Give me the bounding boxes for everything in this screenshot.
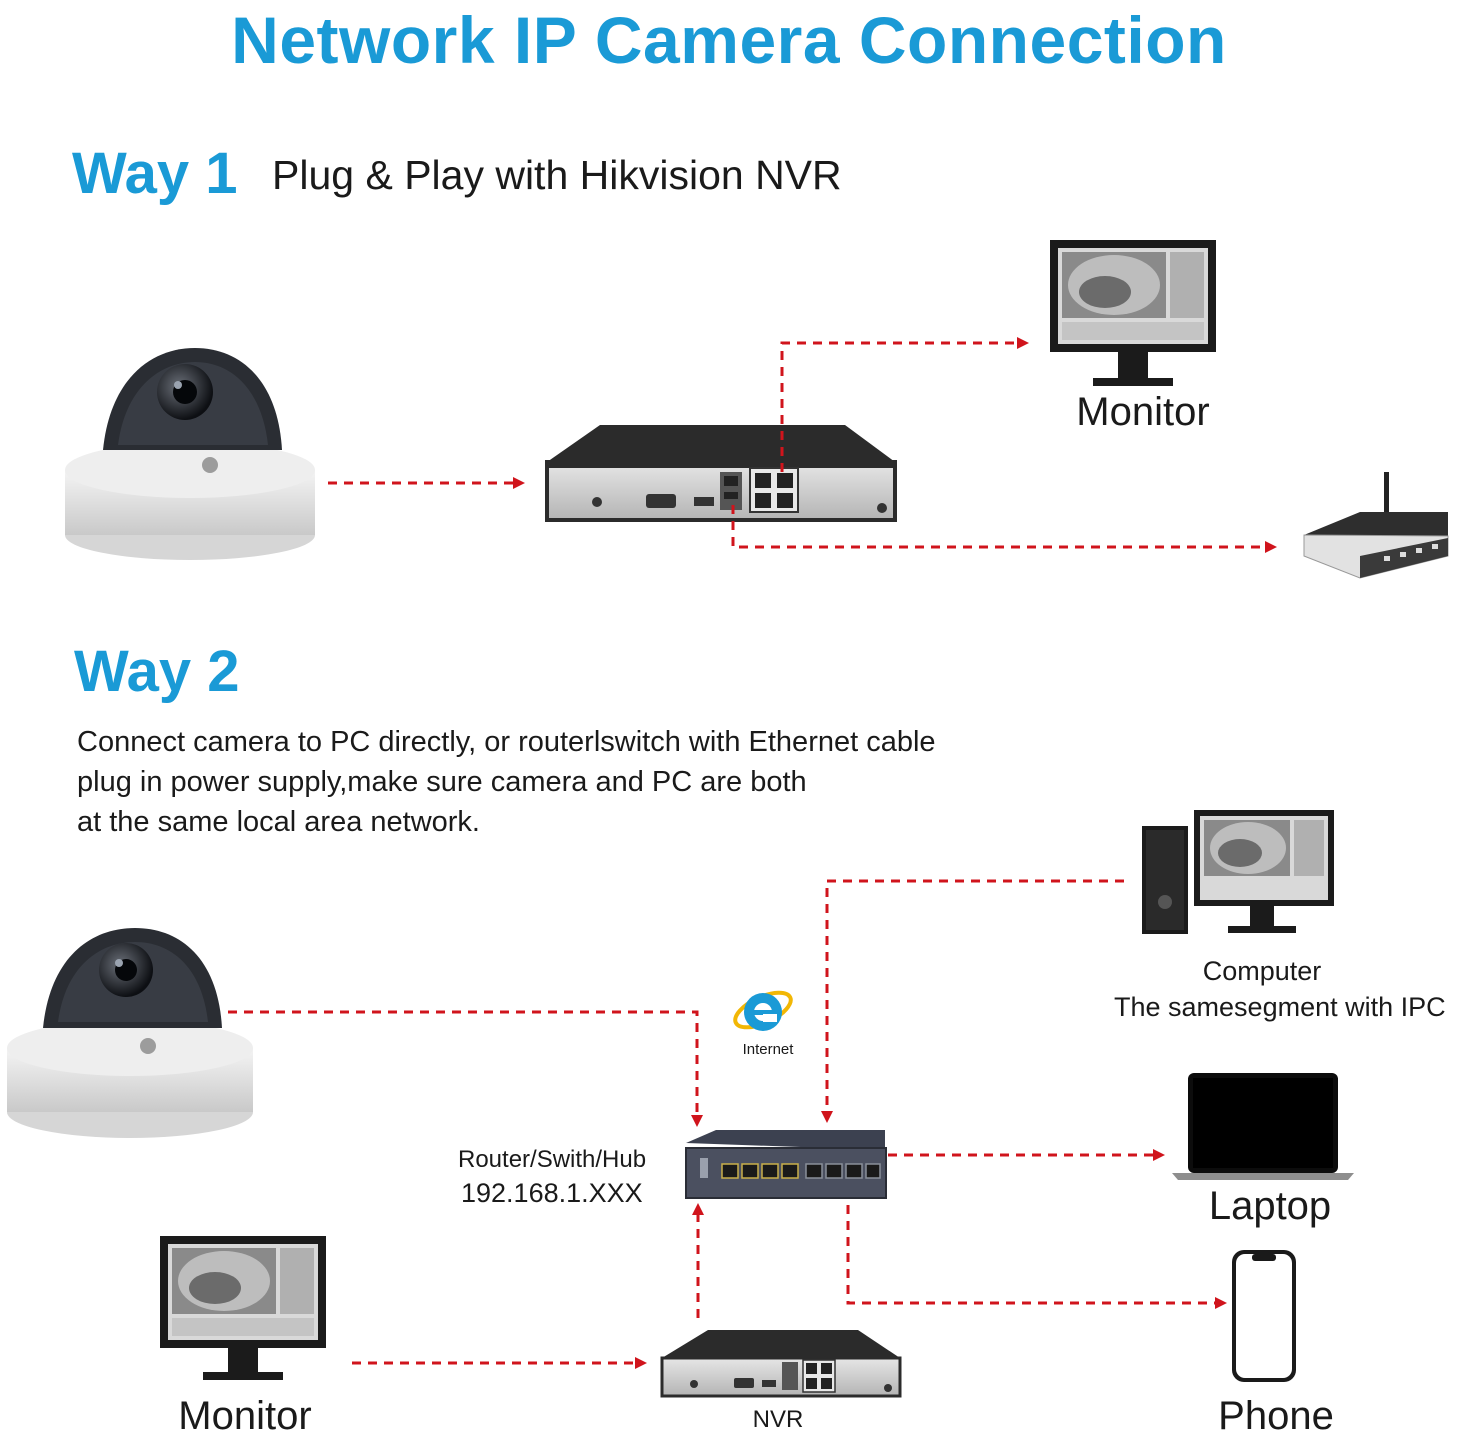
router-icon [1303, 472, 1449, 579]
way2-arrows [228, 879, 1227, 1369]
dome-camera-2-icon [7, 928, 253, 1138]
nvr-icon [545, 425, 897, 522]
dome-camera-icon [65, 348, 315, 560]
monitor-icon [1050, 240, 1216, 386]
arrow-switch-to-phone [846, 1205, 1227, 1309]
arrow-nvr-to-monitor [780, 337, 1029, 472]
way1-label: Way 1 [72, 141, 238, 206]
nvr-label: NVR [752, 1406, 804, 1433]
computer-label: Computer [1202, 956, 1322, 986]
way1-subtitle: Plug & Play with Hikvision NVR [272, 152, 842, 198]
computer-sublabel: The samesegment with IPC [1114, 992, 1446, 1022]
description-line-1: Connect camera to PC directly, or router… [77, 726, 936, 758]
monitor-2-icon [160, 1236, 326, 1380]
way2-label: Way 2 [74, 639, 240, 704]
switch-ip: 192.168.1.XXX [461, 1178, 643, 1208]
internet-label: Internet [742, 1041, 794, 1058]
computer-icon [1142, 810, 1334, 934]
switch-label: Router/Swith/Hub [458, 1146, 647, 1173]
phone-icon [1232, 1250, 1296, 1382]
way1-arrows [328, 337, 1277, 553]
arrow-camera-to-switch [228, 1010, 703, 1127]
way2-description: Connect camera to PC directly, or router… [77, 722, 936, 842]
phone-label: Phone [1218, 1394, 1334, 1438]
laptop-icon [1172, 1073, 1354, 1180]
laptop-label: Laptop [1208, 1184, 1332, 1228]
description-line-3: at the same local area network. [77, 806, 480, 838]
nvr-2-icon [660, 1330, 902, 1398]
arrow-computer-to-switch [821, 879, 1124, 1123]
switch-icon [685, 1130, 887, 1199]
internet-icon [733, 990, 793, 1031]
way1-monitor-label: Monitor [1076, 390, 1210, 434]
arrow-nvr-to-router [731, 505, 1277, 553]
way2-monitor-label: Monitor [178, 1394, 312, 1438]
description-line-2: plug in power supply,make sure camera an… [77, 766, 807, 798]
page-title: Network IP Camera Connection [231, 3, 1227, 77]
